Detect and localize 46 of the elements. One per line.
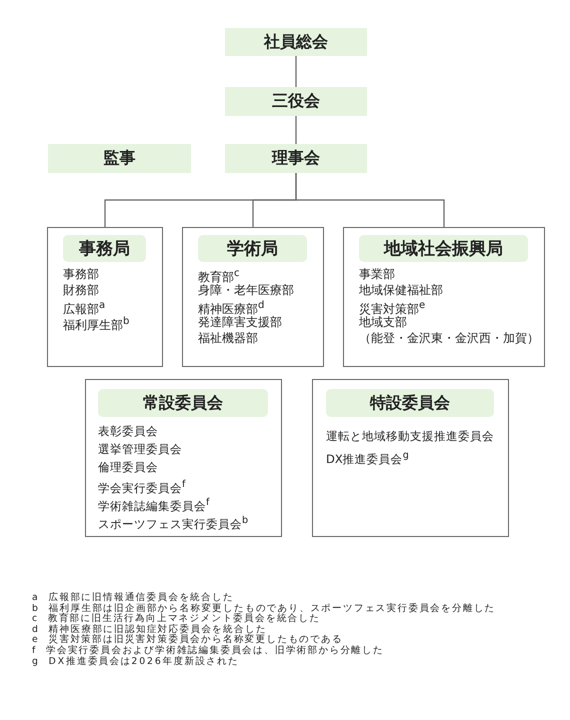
list-item: 事務部 [63,266,99,282]
footnote: g DX推進委員会は2026年度新設された [32,656,239,668]
list-item: 災害対策部$^{e}$ [359,299,426,314]
list-item: 発達障害支援部 [198,315,282,330]
heading-band: 地域社会振興局 [359,235,528,262]
section-box [85,379,282,537]
org-box: 監事 [48,144,191,173]
list-item: 運転と地域移動支援推進委員会 [326,428,494,445]
list-item: 精神医療部$^{d}$ [198,299,264,314]
list-item: スポーツフェス実行委員会$^{b}$ [98,514,248,530]
list-item: 広報部$^{a}$ [63,299,106,314]
list-item: 選挙管理委員会 [98,441,182,458]
connector-line [295,173,445,227]
footnote: f 学会実行委員会および学術雑誌編集委員会は、旧学術部から分離した [32,646,384,656]
heading-band: 学術局 [198,235,307,262]
list-item: 倫理委員会 [98,459,158,476]
footnote: c 教育部に旧生活行為向上マネジメント委員会を統合した [32,614,320,624]
heading-band: 特設委員会 [326,389,494,417]
list-item: 教育部$^{c}$ [198,267,240,282]
connector-line [295,56,297,87]
heading-band: 常設委員会 [98,389,268,417]
section-box [182,227,324,367]
org-box: 社員総会 [225,28,367,56]
org-box: 三役会 [225,87,367,116]
list-item: 表彰委員会 [98,423,158,440]
org-box: 理事会 [225,144,367,173]
list-item: 身障・老年医療部 [198,283,294,298]
section-box [312,379,509,537]
heading-band: 事務局 [63,235,146,262]
section-box [47,227,163,367]
list-item: （能登・金沢東・金沢西・加賀） [359,330,539,346]
footnote: b 福利厚生部は旧企画部から名称変更したものであり、スポーツフェス実行委員会を分離した [32,604,496,614]
list-item: DX推進委員会$^{g}$ [326,449,409,466]
list-item: 事業部 [359,266,395,282]
footnote: e 災害対策部は旧災害対策委員会から名称変更したものである [32,635,343,646]
list-item: 地域保健福祉部 [359,282,443,298]
list-item: 学会実行委員会$^{f}$ [98,478,186,494]
section-box [343,227,545,367]
list-item: 財務部 [63,282,99,298]
list-item: 学術雑誌編集委員会$^{f}$ [98,496,210,512]
footnote: d 精神医療部に旧認知症対応委員会を統合した [32,624,267,635]
list-item: 福祉機器部 [198,330,258,346]
list-item: 地域支部 [359,315,407,330]
connector-line [295,116,297,144]
footnote: a 広報部に旧情報通信委員会を統合した [32,593,234,603]
list-item: 福利厚生部$^{b}$ [63,315,130,330]
